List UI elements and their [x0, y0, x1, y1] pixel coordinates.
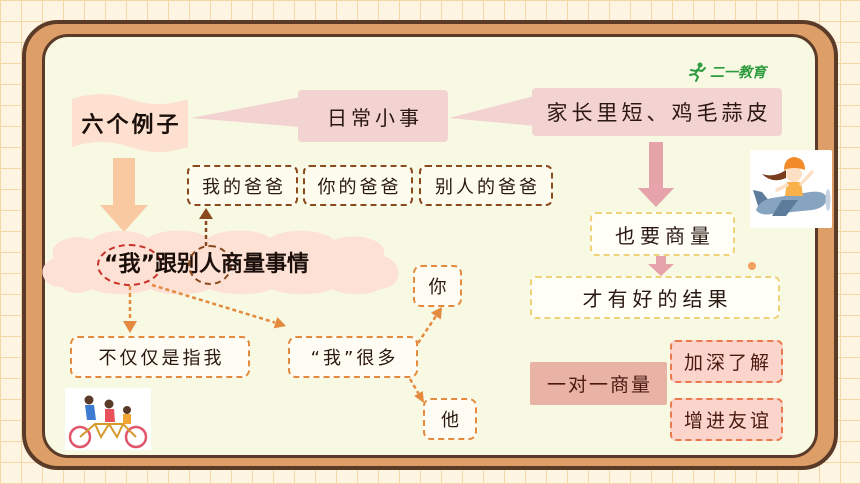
decorative-dot — [748, 262, 756, 270]
runner-body — [689, 67, 706, 82]
he-box: 他 — [423, 398, 477, 440]
bike-front-wheel — [124, 425, 148, 449]
arrowhead — [273, 317, 286, 329]
runner-head — [697, 62, 703, 68]
bike-rear-wheel — [68, 425, 92, 449]
examples-banner-ribbon — [72, 94, 188, 152]
dashed-arrow-line — [408, 378, 420, 395]
person-highlight-ring — [187, 245, 232, 285]
brand-logo: 二一教育 — [686, 60, 782, 84]
build-friendship-box: 增进友谊 — [670, 398, 783, 441]
family-bicycle-illustration — [65, 388, 151, 450]
girl-hat — [784, 157, 805, 170]
airplane-propeller — [825, 189, 831, 211]
girl-hair — [762, 170, 786, 181]
not-only-me-box: 不仅仅是指我 — [70, 336, 250, 378]
me-highlight: “我” — [97, 244, 162, 286]
trivial-matters-callout: 家长里短、鸡毛蒜皮 — [532, 88, 782, 136]
example-your-dad: 你的爸爸 — [303, 165, 413, 206]
examples-down-arrow — [100, 158, 148, 232]
rider-dad-body — [85, 405, 96, 420]
need-discuss-box: 也要商量 — [590, 212, 735, 256]
rider-mom-body — [105, 409, 115, 422]
dashed-arrow-to-he — [408, 378, 424, 403]
example-my-dad: 我的爸爸 — [187, 165, 298, 206]
girl-airplane-illustration — [750, 150, 832, 228]
runner-icon — [689, 62, 706, 82]
arrowhead — [123, 321, 137, 333]
dashed-arrow-line — [151, 283, 276, 324]
rider-child-body — [123, 414, 131, 424]
rider-mom-head — [104, 399, 114, 409]
cloud-text-discuss: 商量事情 — [220, 252, 309, 277]
one-on-one-box: 一对一商量 — [530, 362, 667, 405]
dashed-arrow-to-dad-examples — [199, 208, 213, 246]
rider-child-head — [123, 406, 131, 414]
many-me-box: “我”很多 — [288, 336, 418, 378]
dashed-arrow-to-many-me — [151, 283, 286, 329]
deepen-understanding-box: 加深了解 — [670, 340, 783, 383]
to-result-down-arrow — [648, 256, 674, 276]
bike-frame — [79, 423, 137, 440]
trivial-callout-tail — [449, 96, 534, 126]
me-highlight-ring — [97, 244, 162, 286]
logo-text: 二一教育 — [710, 65, 766, 81]
to-discuss-down-arrow — [638, 142, 674, 207]
examples-banner-label: 六个例子 — [81, 112, 182, 138]
daily-matters-callout: 日常小事 — [298, 90, 448, 142]
example-others-dad: 别人的爸爸 — [419, 165, 553, 206]
arrowhead — [430, 307, 442, 320]
person-highlight: 人 — [187, 245, 232, 285]
dashed-arrow-line — [416, 315, 438, 344]
dashed-arrow-to-you — [416, 307, 442, 344]
girl-arm-raised — [799, 170, 814, 186]
daily-callout-tail — [191, 97, 300, 127]
cloud-sentence: “我” 跟别 人 商量事情 — [97, 244, 309, 286]
dashed-arrow-to-not-only-me — [123, 286, 137, 333]
airplane-wing — [772, 200, 798, 216]
arrowhead — [199, 208, 213, 219]
girl-arm-back — [775, 183, 789, 192]
good-result-box: 才有好的结果 — [530, 276, 780, 319]
rider-dad-head — [84, 395, 94, 405]
arrowhead — [414, 391, 424, 403]
girl-face — [786, 166, 802, 182]
girl-body — [785, 182, 803, 196]
you-box: 你 — [413, 265, 462, 307]
